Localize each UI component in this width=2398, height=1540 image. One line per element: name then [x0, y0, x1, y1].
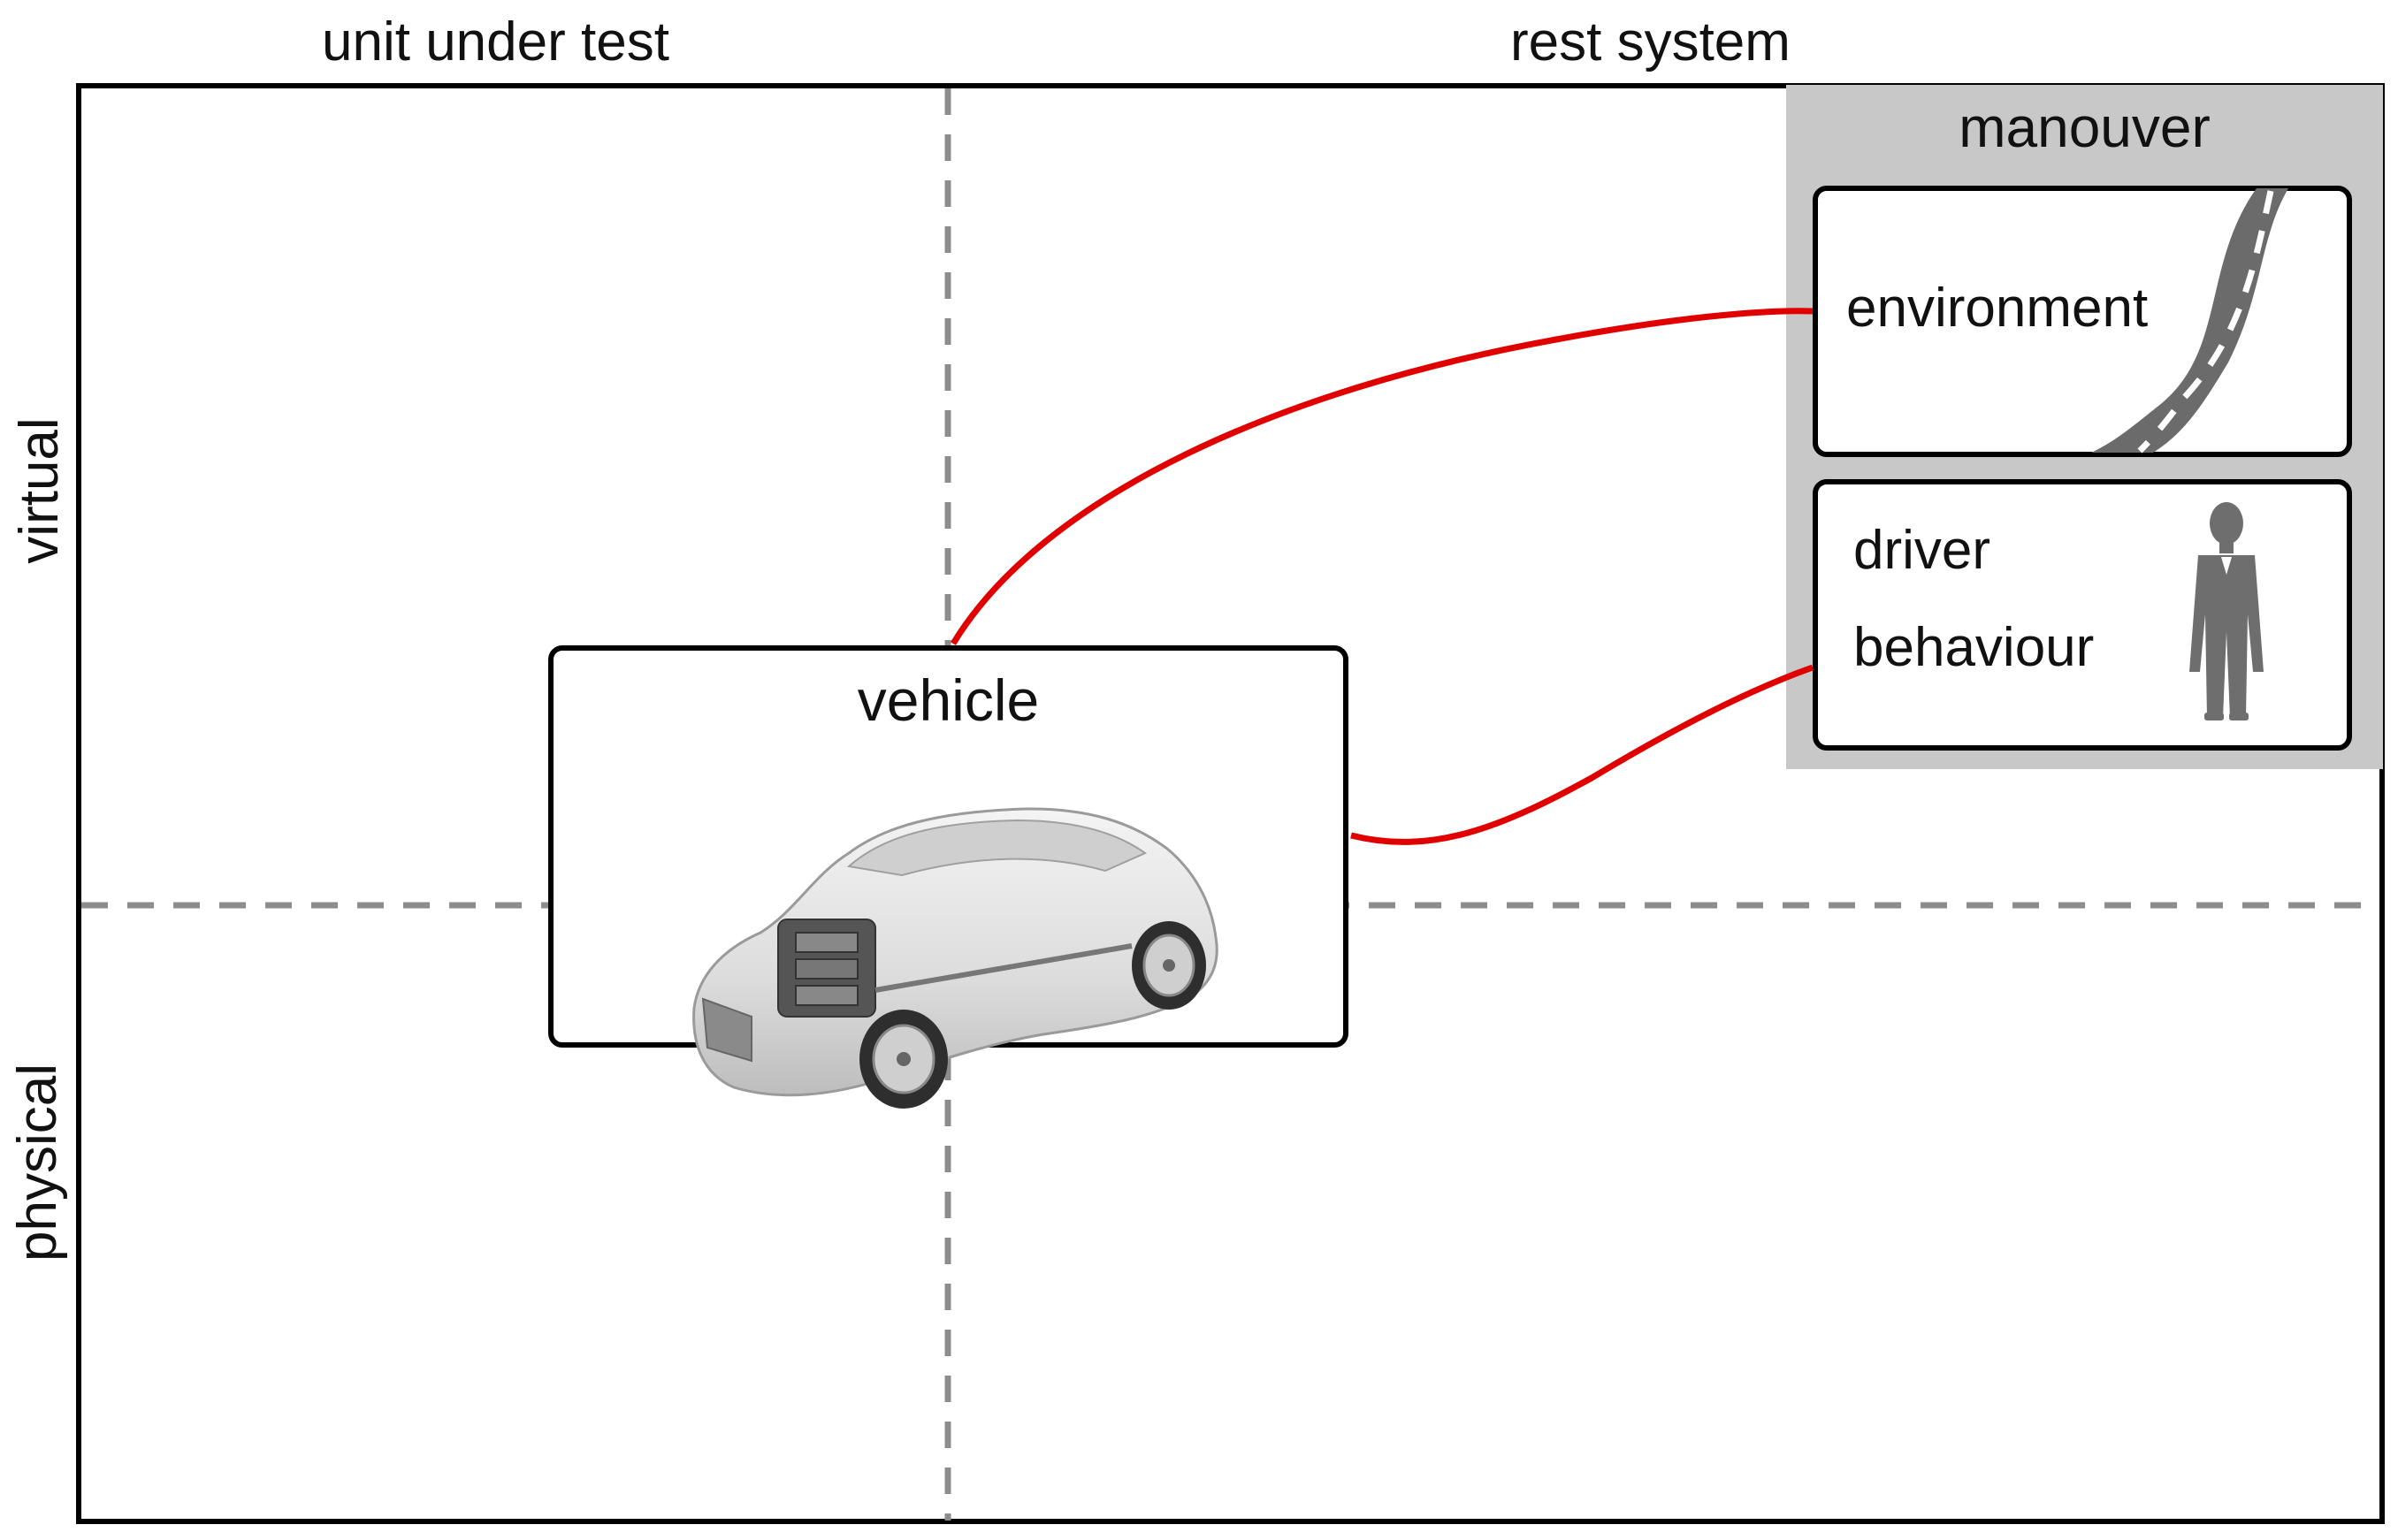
- vehicle-driver-connector: [1350, 664, 1814, 845]
- diagram-frame: [76, 83, 2385, 1524]
- environment-label: environment: [1846, 278, 2149, 339]
- driver-label-line1: driver: [1853, 520, 1991, 581]
- vehicle-label: vehicle: [857, 667, 1040, 733]
- column-label-rest-system: rest system: [1510, 11, 1791, 72]
- manouver-title: manouver: [1959, 95, 2211, 159]
- driver-label-line2: behaviour: [1853, 617, 2095, 678]
- vehicle-environment-connector: [951, 308, 1814, 645]
- driver-behaviour-box: [1813, 479, 2352, 751]
- column-label-unit-under-test: unit under test: [322, 11, 669, 72]
